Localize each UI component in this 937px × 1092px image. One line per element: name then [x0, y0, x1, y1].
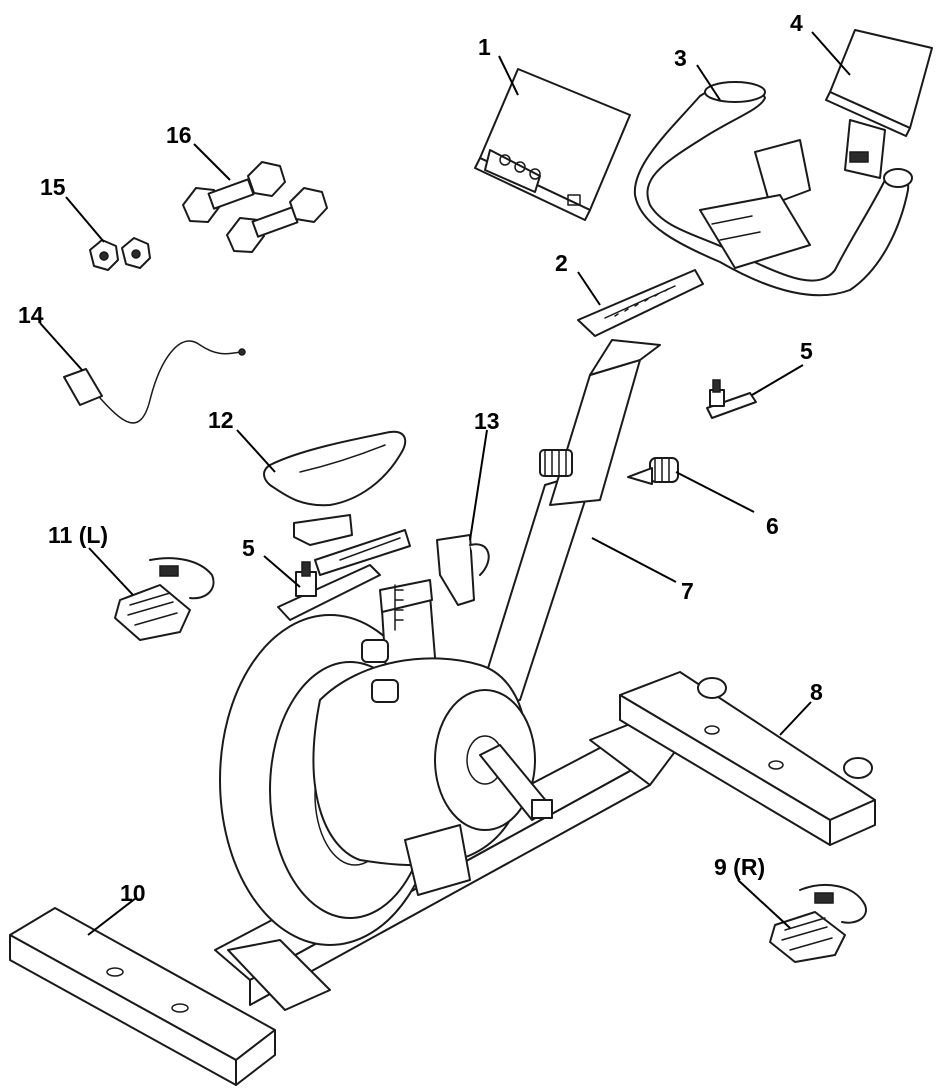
callout-12: 12 [208, 407, 234, 433]
seat-slider-part [277, 529, 411, 621]
callout-5-seat: 5 [242, 535, 255, 561]
rear-stabilizer-part [9, 907, 276, 1086]
console-part [474, 68, 631, 221]
leader-lines [39, 31, 851, 936]
power-adapter-part [63, 340, 246, 424]
front-stabilizer-part [619, 671, 876, 846]
callout-5-handlebar: 5 [800, 338, 813, 364]
dumbbells-part [182, 161, 328, 253]
callout-4: 4 [790, 10, 803, 36]
callout-11-left-pedal: 11 (L) [48, 522, 108, 548]
callout-1: 1 [478, 34, 491, 60]
handlebar-slider-part [706, 379, 757, 419]
seat-part [263, 430, 407, 546]
upright-cover-part [577, 269, 704, 337]
callout-7: 7 [681, 578, 694, 604]
right-pedal-part [769, 884, 867, 963]
callout-6: 6 [766, 513, 779, 539]
callout-8: 8 [810, 679, 823, 705]
callout-15: 15 [40, 174, 66, 200]
callout-labels: 1 2 3 4 5 6 7 8 9 (R) 10 11 (L) 12 5 13 … [18, 10, 823, 906]
callout-14: 14 [18, 302, 44, 328]
frame-part [214, 339, 681, 1011]
callout-9-right-pedal: 9 (R) [714, 854, 765, 880]
bottle-holder-part [436, 534, 490, 606]
callout-2: 2 [555, 250, 568, 276]
cleats-part [89, 237, 151, 271]
adjustment-knob-part [627, 457, 679, 485]
left-pedal-part [114, 557, 215, 641]
callout-16: 16 [166, 122, 192, 148]
callout-13: 13 [474, 408, 500, 434]
tablet-holder-part [825, 29, 933, 179]
callout-3: 3 [674, 45, 687, 71]
callout-10: 10 [120, 880, 146, 906]
handlebar-part [633, 81, 913, 297]
